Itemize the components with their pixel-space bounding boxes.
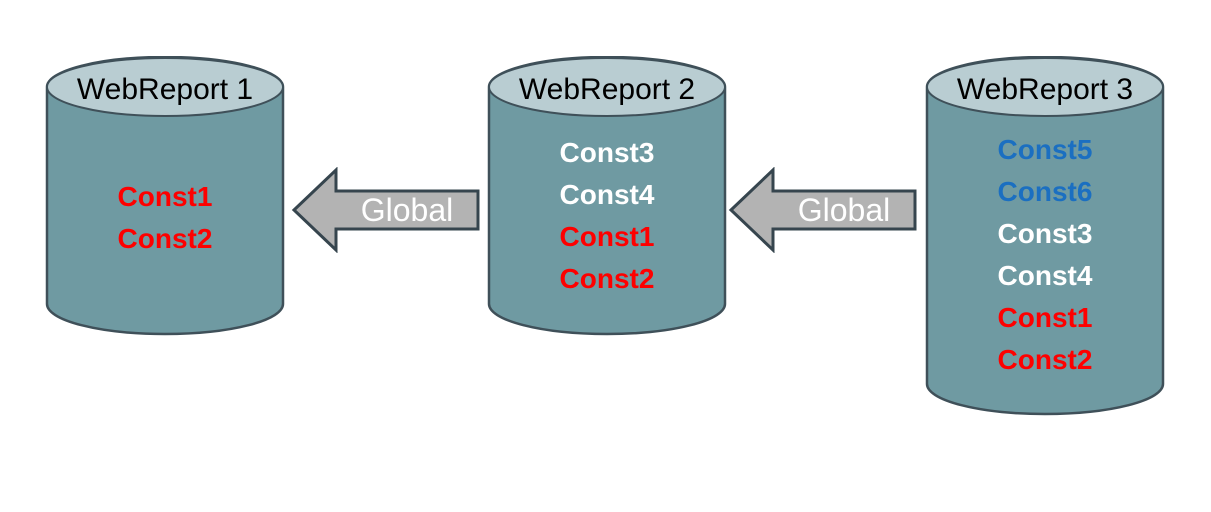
constant-list: Const1 Const2	[45, 176, 285, 260]
constant-label: Const2	[559, 263, 655, 294]
constant-label: Const1	[117, 181, 213, 212]
database-cylinder-icon	[45, 56, 285, 336]
constant-list: Const5 Const6 Const3 Const4 Const1 Const…	[925, 129, 1165, 381]
constant-label: Const3	[997, 218, 1093, 249]
cylinder-top-ellipse	[46, 57, 284, 117]
constant-label: Const5	[997, 134, 1093, 165]
constant-label: Const1	[559, 221, 655, 252]
constant-label: Const2	[117, 223, 213, 254]
cylinder-title: WebReport 1	[76, 73, 254, 106]
arrow-shape	[291, 166, 480, 254]
constant-label: Const4	[559, 179, 655, 210]
arrow-label: Global	[360, 192, 454, 228]
arrow-shape	[728, 166, 917, 254]
global-arrow-right: Global	[728, 166, 918, 254]
webreport3-cylinder: WebReport 3 Const5 Const6 Const3 Const4 …	[925, 56, 1165, 416]
database-cylinder-icon	[487, 56, 727, 336]
constant-label: Const4	[997, 260, 1093, 291]
webreport1-cylinder: WebReport 1 Const1 Const2	[45, 56, 285, 336]
cylinder-top-ellipse	[488, 57, 726, 117]
constant-label: Const2	[997, 344, 1093, 375]
cylinder-top-ellipse	[926, 57, 1164, 117]
database-cylinder-icon	[925, 56, 1165, 416]
constant-list: Const3 Const4 Const1 Const2	[487, 132, 727, 300]
constant-label: Const1	[997, 302, 1093, 333]
webreport2-cylinder: WebReport 2 Const3 Const4 Const1 Const2	[487, 56, 727, 336]
cylinder-title: WebReport 3	[956, 73, 1134, 106]
global-arrow-left: Global	[291, 166, 481, 254]
constant-label: Const3	[559, 137, 655, 168]
arrow-label: Global	[797, 192, 891, 228]
cylinder-title: WebReport 2	[518, 73, 696, 106]
constant-label: Const6	[997, 176, 1093, 207]
left-arrow-icon	[291, 166, 480, 254]
left-arrow-icon	[728, 166, 917, 254]
